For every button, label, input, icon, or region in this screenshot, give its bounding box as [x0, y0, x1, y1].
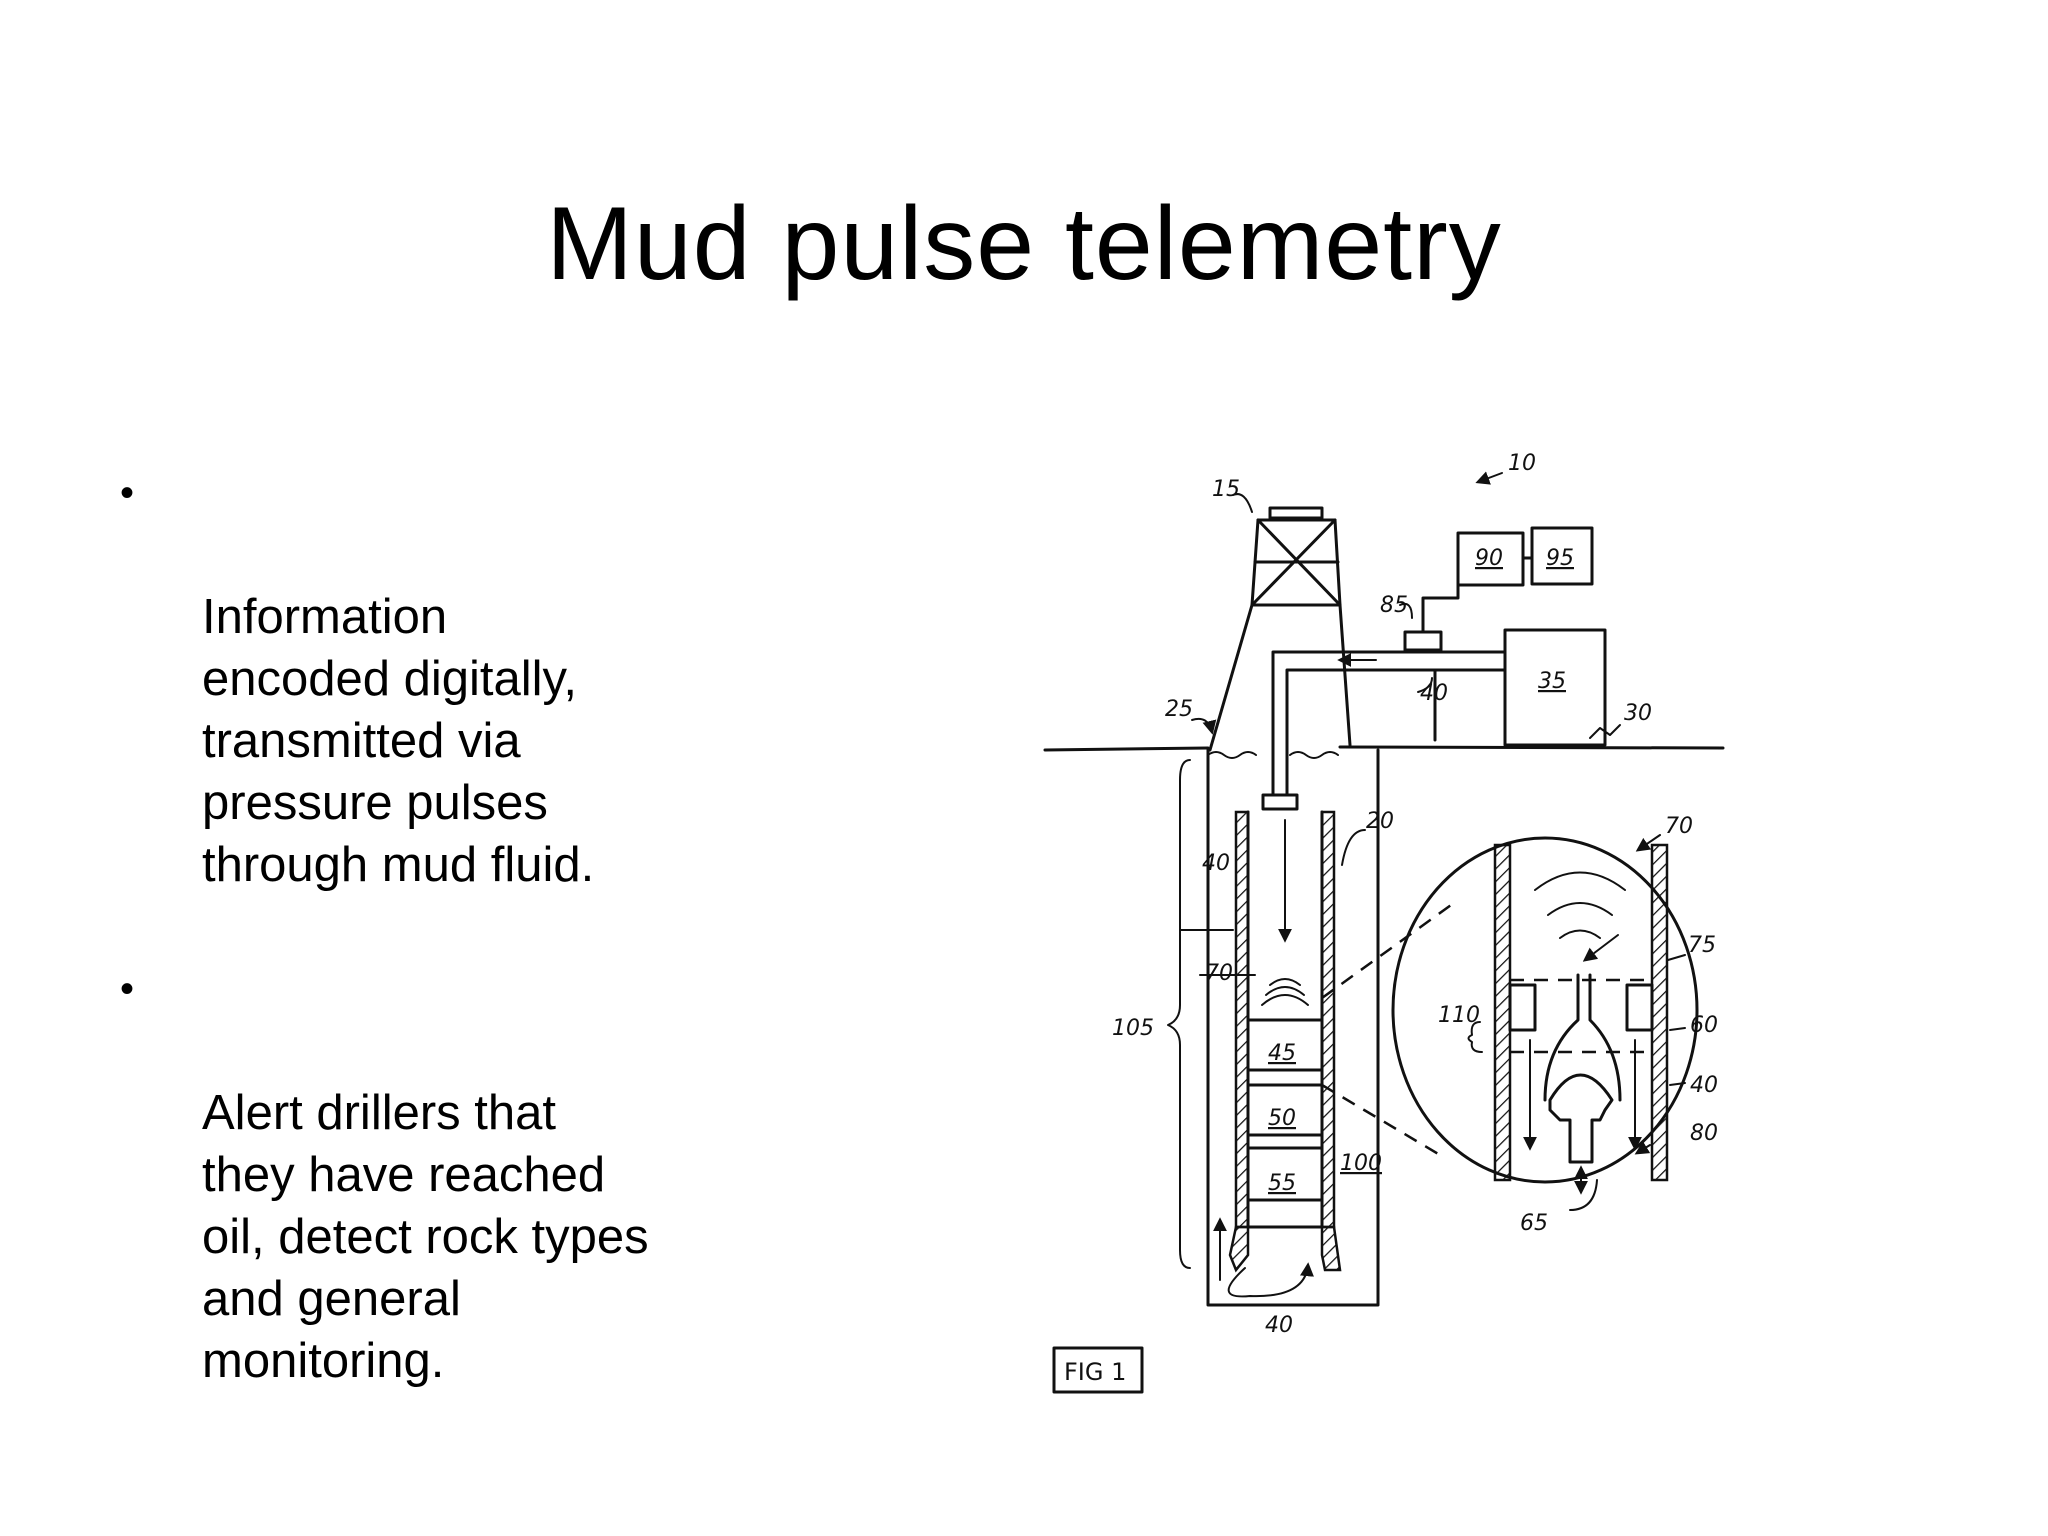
label-75: 75: [1688, 933, 1716, 958]
label-90: 90: [1475, 546, 1503, 571]
borehole: [1206, 748, 1380, 1307]
label-70-pipe: 70: [1205, 961, 1233, 986]
bullet-marker: •: [120, 967, 135, 1011]
bullet-list: • Information encoded digitally, transmi…: [120, 462, 760, 1454]
drilling-system-sketch: 10 15 20 25 30 35 40 40 40 40 45 50 55 6…: [1043, 451, 1725, 1394]
reference-numerals: 10 15 20 25 30 35 40 40 40 40 45 50 55 6…: [1112, 451, 1718, 1338]
label-40-bottom: 40: [1265, 1313, 1293, 1338]
label-40-inset: 40: [1690, 1073, 1718, 1098]
figure-caption-text: FIG 1: [1064, 1358, 1126, 1386]
bullet-text: Information encoded digitally, transmitt…: [202, 590, 595, 892]
patent-figure-drilling-rig: 10 15 20 25 30 35 40 40 40 40 45 50 55 6…: [1040, 420, 1740, 1410]
label-50: 50: [1268, 1106, 1296, 1131]
figure-caption: FIG 1: [1052, 1346, 1144, 1394]
drill-string: [1213, 810, 1342, 1298]
label-30: 30: [1624, 701, 1652, 726]
label-40-surface: 40: [1420, 681, 1448, 706]
bullet-marker: •: [120, 471, 135, 515]
control-boxes: [1456, 526, 1594, 587]
ground-surface: [1043, 745, 1725, 759]
label-95: 95: [1546, 546, 1574, 571]
label-70-inset: 70: [1665, 814, 1693, 839]
bullet-item: • Alert drillers that they have reached …: [120, 958, 760, 1392]
label-15: 15: [1212, 477, 1240, 502]
label-80: 80: [1690, 1121, 1718, 1146]
label-110: 110: [1438, 1003, 1480, 1028]
slide-title: Mud pulse telemetry: [546, 186, 1502, 302]
derrick: [1208, 506, 1352, 752]
label-105: 105: [1112, 1016, 1154, 1041]
label-100: 100: [1340, 1151, 1382, 1176]
bullet-text: Alert drillers that they have reached oi…: [202, 1086, 649, 1388]
label-10: 10: [1508, 451, 1536, 476]
inset-detail: [1391, 836, 1699, 1195]
label-55: 55: [1268, 1171, 1296, 1196]
label-45: 45: [1268, 1041, 1296, 1066]
surface-piping: [1261, 558, 1607, 811]
inset-leaders: [1321, 898, 1459, 1157]
leader-lines: [1179, 471, 1686, 1211]
bracket-105: [1167, 759, 1191, 1269]
label-20: 20: [1366, 809, 1394, 834]
label-25: 25: [1165, 697, 1193, 722]
label-65: 65: [1520, 1211, 1548, 1236]
label-60: 60: [1690, 1013, 1718, 1038]
label-85: 85: [1380, 593, 1408, 618]
bullet-item: • Information encoded digitally, transmi…: [120, 462, 760, 896]
label-35: 35: [1538, 669, 1566, 694]
label-40-pipe: 40: [1202, 851, 1230, 876]
